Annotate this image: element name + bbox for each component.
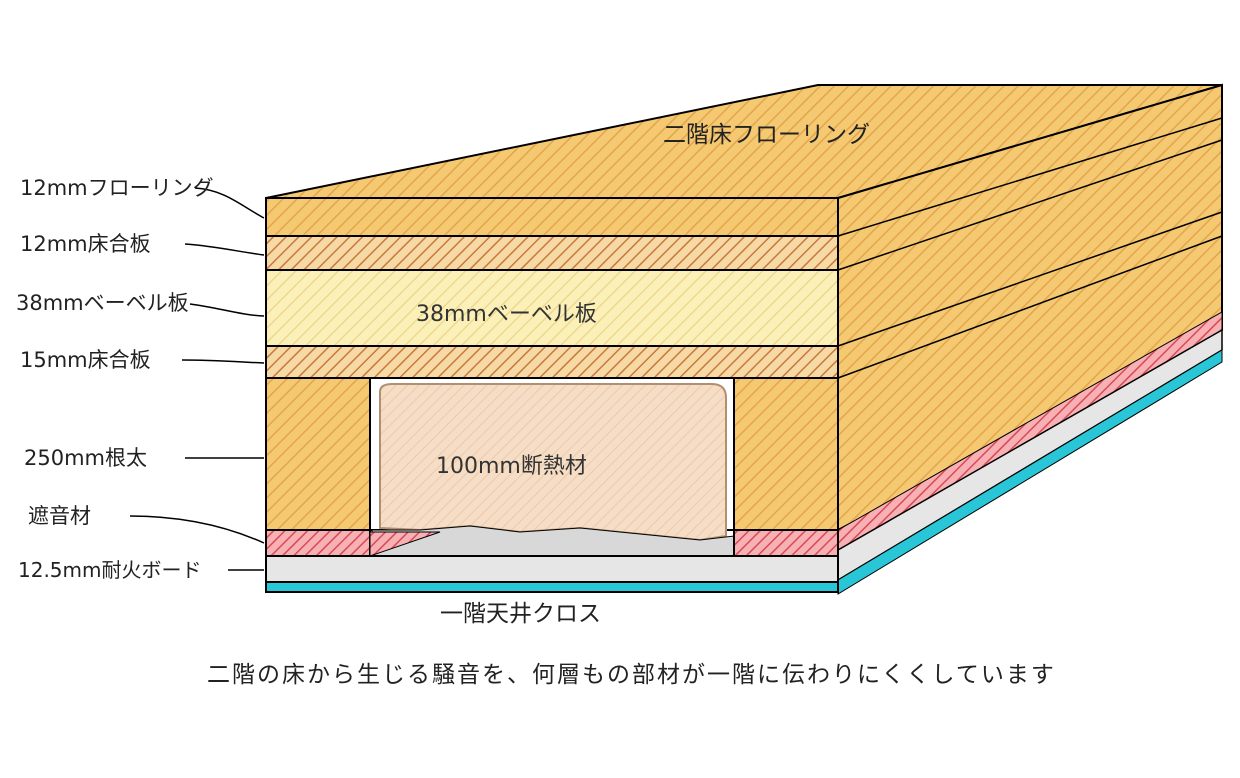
ceiling-label: 一階天井クロス	[440, 601, 601, 627]
inner-label-insulation: 100mm断熱材	[436, 454, 587, 479]
top-face-title: 二階床フローリング	[663, 122, 870, 148]
leader-bevel	[189, 303, 265, 317]
label-plywood-bottom: 15mm床合板	[20, 348, 151, 372]
layer-flooring	[265, 197, 839, 237]
leader-plywood-bottom	[181, 359, 265, 364]
layer-joist-right	[733, 377, 839, 531]
label-joist: 250mm根太	[24, 446, 147, 470]
layer-sound-right	[733, 529, 839, 557]
layer-sound-left	[265, 529, 371, 557]
layer-bevel	[265, 269, 839, 347]
layer-plywood-top	[265, 235, 839, 271]
layer-ceiling-cloth	[265, 581, 839, 593]
label-flooring: 12mmフローリング	[20, 176, 214, 200]
layer-joist-left	[265, 377, 371, 531]
layer-board	[265, 555, 839, 583]
leader-flooring	[194, 187, 265, 219]
label-bevel: 38mmベーベル板	[16, 291, 189, 315]
label-plywood-top: 12mm床合板	[20, 232, 151, 256]
label-board: 12.5mm耐火ボード	[18, 558, 202, 582]
leader-plywood-top	[184, 243, 265, 256]
layer-plywood-bottom	[265, 345, 839, 379]
leader-sound	[129, 515, 265, 544]
diagram-caption: 二階の床から生じる騒音を、何層もの部材が一階に伝わりにくくしています	[207, 662, 1056, 688]
label-sound: 遮音材	[28, 504, 91, 528]
inner-label-bevel: 38mmベーベル板	[416, 302, 597, 327]
